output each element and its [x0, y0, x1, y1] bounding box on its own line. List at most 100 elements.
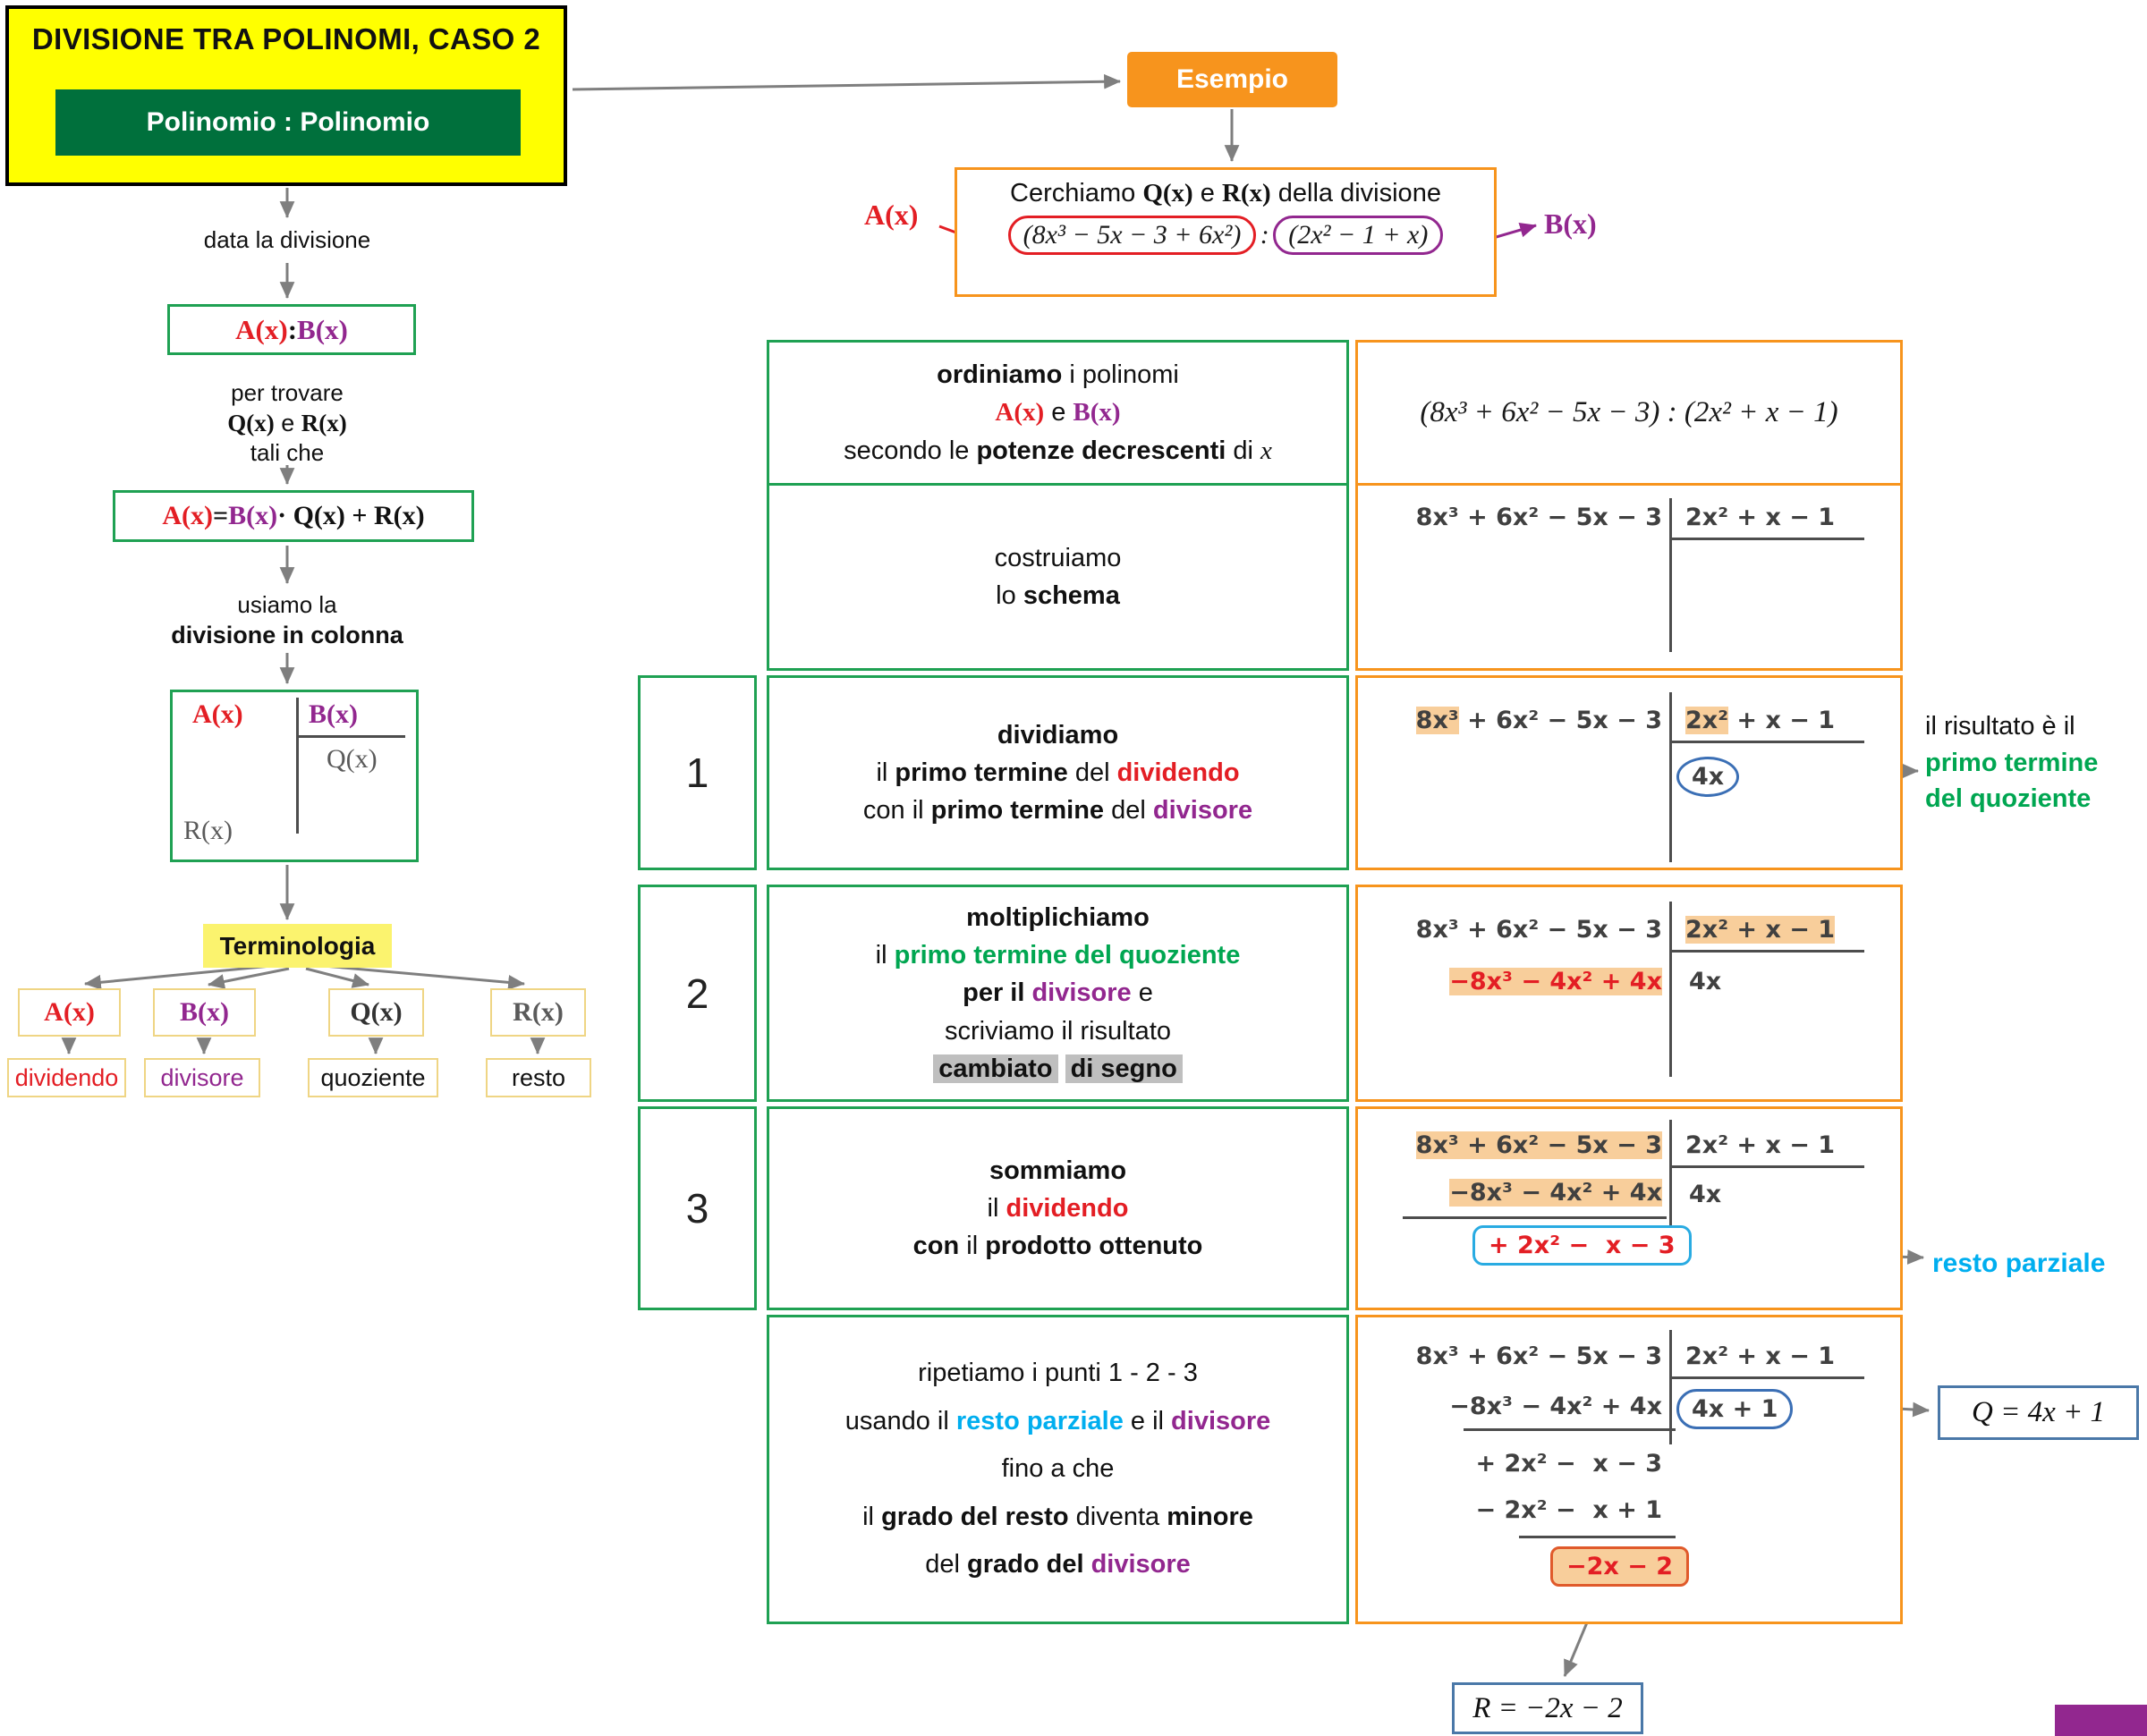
b-of-x-label: B(x)	[1544, 207, 1597, 240]
term-name-resto: resto	[486, 1058, 591, 1097]
instruction-line: fino a che	[1001, 1454, 1115, 1484]
division-vline	[1669, 1330, 1672, 1444]
subtitle-box: Polinomio : Polinomio	[55, 89, 521, 156]
instruction-line: cambiato di segno	[933, 1050, 1183, 1088]
quotient-first-term: 4x	[1676, 757, 1740, 797]
term-name-divisore: divisore	[144, 1058, 260, 1097]
instruction-ripetiamo: ripetiamo i punti 1 - 2 - 3 usando il re…	[767, 1315, 1349, 1624]
divisor-row: 2x² + x − 1	[1685, 1342, 1836, 1370]
divisor-row: 2x² + x − 1	[1685, 504, 1836, 531]
usiamo-line1: usiamo la	[237, 591, 337, 618]
instruction-line: con il primo termine del divisore	[862, 796, 1253, 826]
terminologia-label: Terminologia	[203, 924, 392, 968]
step-number-cell-3: 3	[638, 1106, 757, 1310]
per-trovare-text: per trovare Q(x) e R(x) tali che	[131, 378, 444, 468]
esempio-button[interactable]: Esempio	[1127, 52, 1337, 107]
instruction-moltiplichiamo: moltiplichiamo il primo termine del quoz…	[767, 885, 1349, 1102]
column-scheme-box: A(x) B(x) Q(x) R(x)	[170, 690, 419, 862]
step-number: 3	[685, 1185, 709, 1232]
instruction-line: il dividendo	[987, 1193, 1129, 1223]
quotient-result-box: Q = 4x + 1	[1938, 1385, 2139, 1440]
divisor-row: 2x² + x − 1	[1685, 916, 1836, 944]
dividend-row: 8x³ + 6x² − 5x − 3	[1415, 1342, 1662, 1370]
quotient-value: 4x	[1689, 968, 1722, 995]
second-sum-line	[1519, 1536, 1676, 1538]
example-multiply-step: 8x³ + 6x² − 5x − 3 −8x³ − 4x² + 4x 2x² +…	[1355, 885, 1903, 1102]
annotation-line: il risultato è il	[1925, 712, 2075, 741]
example-schema: 8x³ + 6x² − 5x − 3 2x² + x − 1	[1355, 483, 1903, 671]
scheme-hline	[296, 735, 405, 738]
annotation-line: primo termine	[1925, 748, 2099, 777]
example-intro: Cerchiamo Q(x) e R(x) della divisione	[1010, 179, 1441, 207]
partial-remainder-box: + 2x² − x − 3	[1472, 1225, 1692, 1266]
scheme-vline	[296, 698, 299, 834]
instruction-line: dividiamo	[997, 720, 1119, 749]
division-vline	[1669, 692, 1672, 862]
product-row: −8x³ − 4x² + 4x	[1449, 1393, 1662, 1420]
annotation-line: del quoziente	[1925, 784, 2092, 814]
example-divide-step: 8x³ + 6x² − 5x − 3 2x² + x − 1 4x	[1355, 675, 1903, 870]
division-hline	[1669, 1165, 1864, 1168]
title-box: DIVISIONE TRA POLINOMI, CASO 2 Polinomio…	[5, 5, 567, 186]
partial-remainder-row: + 2x² − x − 3	[1475, 1450, 1663, 1478]
instruction-line: secondo le potenze decrescenti di x	[844, 436, 1272, 465]
step-number-cell-1: 1	[638, 675, 757, 870]
division-hline	[1669, 1376, 1864, 1379]
example-repeat-step: 8x³ + 6x² − 5x − 3 −8x³ − 4x² + 4x 2x² +…	[1355, 1315, 1903, 1624]
example-formula-row: (8x³ − 5x − 3 + 6x²) : (2x² − 1 + x)	[957, 216, 1494, 255]
ab-division-box: A(x) : B(x)	[167, 304, 416, 355]
instruction-line: lo schema	[996, 581, 1120, 610]
ordered-division-formula: (8x³ + 6x² − 5x − 3) : (2x² + x − 1)	[1420, 396, 1838, 428]
instruction-line: costruiamo	[994, 543, 1122, 572]
remainder-result-box: R = −2x − 2	[1452, 1682, 1643, 1734]
instruction-sommiamo: sommiamo il dividendo con il prodotto ot…	[767, 1106, 1349, 1310]
dividend-row: 8x³ + 6x² − 5x − 3	[1415, 1131, 1662, 1159]
term-name-dividendo: dividendo	[7, 1058, 126, 1097]
second-product-row: − 2x² − x + 1	[1475, 1496, 1663, 1524]
quotient-value: 4x + 1	[1676, 1389, 1794, 1429]
per-trovare-line3: tali che	[250, 439, 325, 467]
example-sum-step: 8x³ + 6x² − 5x − 3 −8x³ − 4x² + 4x + 2x²…	[1355, 1106, 1903, 1310]
division-vline	[1669, 902, 1672, 1077]
example-box: Cerchiamo Q(x) e R(x) della divisione (8…	[955, 167, 1497, 297]
a-of-x-label: A(x)	[864, 199, 919, 231]
example-ordered-polynomials: (8x³ + 6x² − 5x − 3) : (2x² + x − 1)	[1355, 340, 1903, 486]
instruction-line: sommiamo	[989, 1156, 1127, 1185]
scheme-q-label: Q(x)	[327, 744, 378, 774]
instruction-ordiniamo: ordiniamo i polinomi A(x) e B(x) secondo…	[767, 340, 1349, 486]
corner-decoration	[2055, 1705, 2147, 1736]
division-vline	[1669, 498, 1672, 652]
divisor-oval: (2x² − 1 + x)	[1273, 216, 1444, 255]
scheme-a-label: A(x)	[192, 699, 243, 729]
scheme-r-label: R(x)	[183, 816, 233, 845]
resto-parziale-label: resto parziale	[1932, 1249, 2106, 1278]
instruction-line: ordiniamo i polinomi	[937, 360, 1179, 390]
fundamental-formula-box: A(x) = B(x)· Q(x) + R(x)	[113, 490, 474, 542]
usiamo-line2: divisione in colonna	[171, 622, 403, 649]
usiamo-text: usiamo la divisione in colonna	[131, 590, 444, 650]
term-symbol-divisore: B(x)	[153, 988, 256, 1037]
instruction-line: A(x) e B(x)	[995, 398, 1121, 428]
term-name-quoziente: quoziente	[308, 1058, 438, 1097]
term-symbol-quoziente: Q(x)	[328, 988, 424, 1037]
instruction-dividiamo: dividiamo il primo termine del dividendo…	[767, 675, 1349, 870]
page-title: DIVISIONE TRA POLINOMI, CASO 2	[31, 22, 541, 55]
instruction-line: il primo termine del quoziente	[875, 941, 1241, 970]
dividend-row: 8x³ + 6x² − 5x − 3	[1415, 916, 1662, 944]
instruction-line: del grado del divisore	[925, 1550, 1191, 1579]
final-remainder-box: −2x − 2	[1550, 1546, 1690, 1587]
division-hline	[1669, 538, 1864, 540]
per-trovare-line1: per trovare	[231, 379, 344, 406]
instruction-line: il primo termine del dividendo	[876, 758, 1240, 787]
instruction-costruiamo: costruiamo lo schema	[767, 483, 1349, 671]
scheme-b-label: B(x)	[309, 699, 358, 729]
flow-data-divisione: data la divisione	[203, 226, 371, 253]
instruction-line: con il prodotto ottenuto	[912, 1232, 1203, 1261]
step-number: 1	[685, 749, 709, 796]
instruction-line: scriviamo il risultato	[945, 1016, 1171, 1046]
step-number: 2	[685, 970, 709, 1017]
sum-line	[1403, 1216, 1667, 1219]
term-symbol-resto: R(x)	[490, 988, 586, 1037]
subtitle-label: Polinomio : Polinomio	[146, 107, 430, 137]
